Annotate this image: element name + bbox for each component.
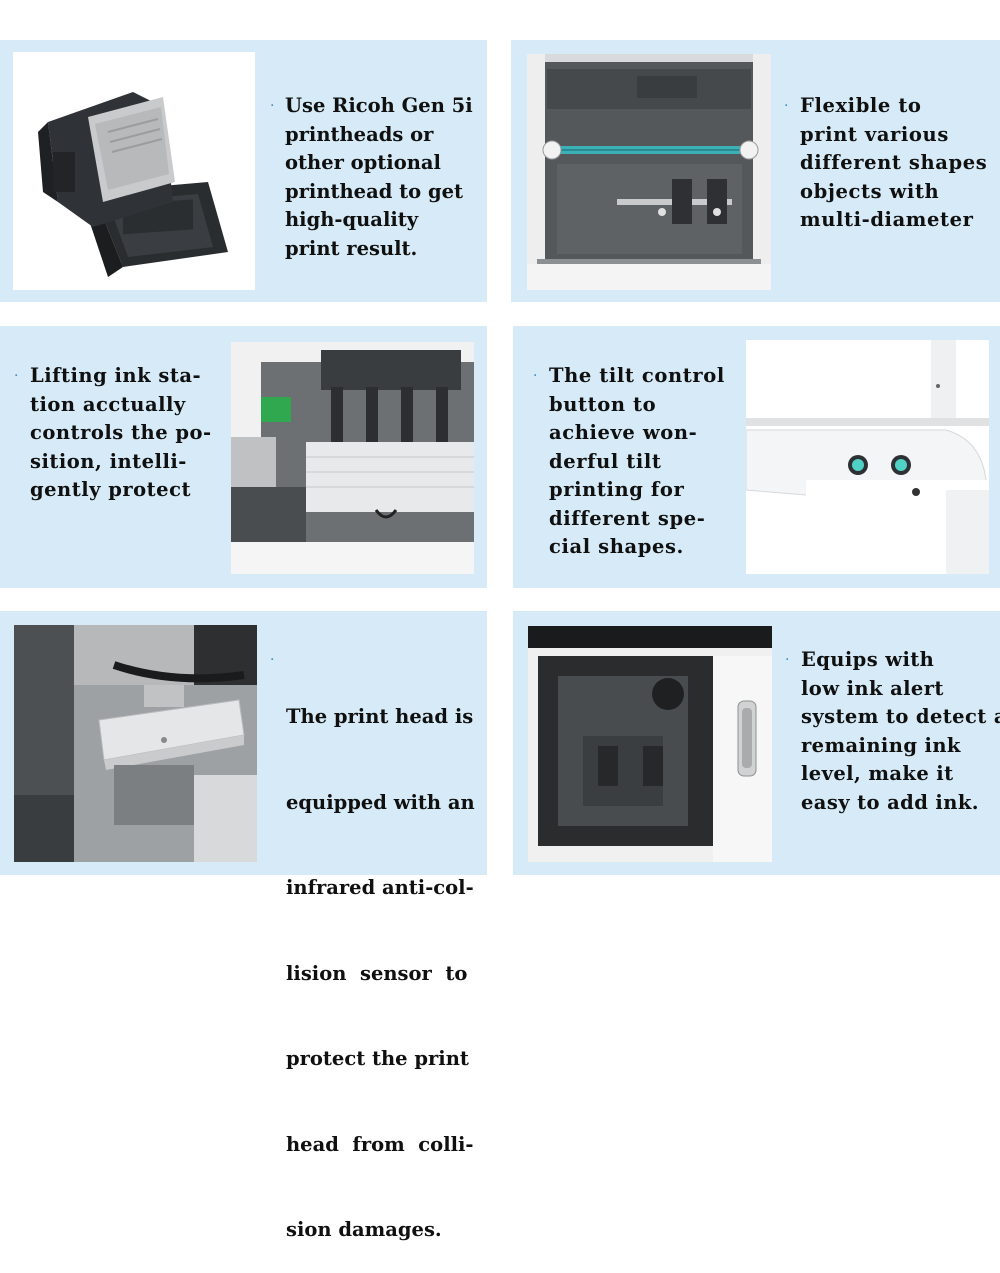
bullet-icon: · [270, 652, 275, 668]
bullet-icon: · [784, 98, 789, 114]
printhead-photo [13, 52, 255, 290]
bullet-icon: · [14, 368, 19, 384]
bullet-icon: · [270, 98, 275, 114]
feature-text-ink-alert: Equips with low ink alert system to dete… [801, 648, 1000, 814]
feature-text-collision: The print head is equipped with an infra… [286, 705, 475, 1241]
feature-text-tilt: The tilt control button to achieve won- … [549, 364, 725, 558]
feature-text-ink-station: Lifting ink sta- tion acctually controls… [30, 364, 212, 501]
collision-sensor-photo [14, 625, 257, 862]
feature-text-printhead: Use Ricoh Gen 5i printheads or other opt… [285, 94, 473, 260]
ink-alert-photo [528, 626, 772, 862]
bullet-icon: · [785, 652, 790, 668]
tilt-buttons-photo [746, 340, 989, 574]
rotary-fixture-photo [527, 54, 771, 290]
feature-text-rotary: Flexible to print various different shap… [800, 94, 988, 231]
bullet-icon: · [533, 368, 538, 384]
ink-station-photo [231, 342, 474, 574]
